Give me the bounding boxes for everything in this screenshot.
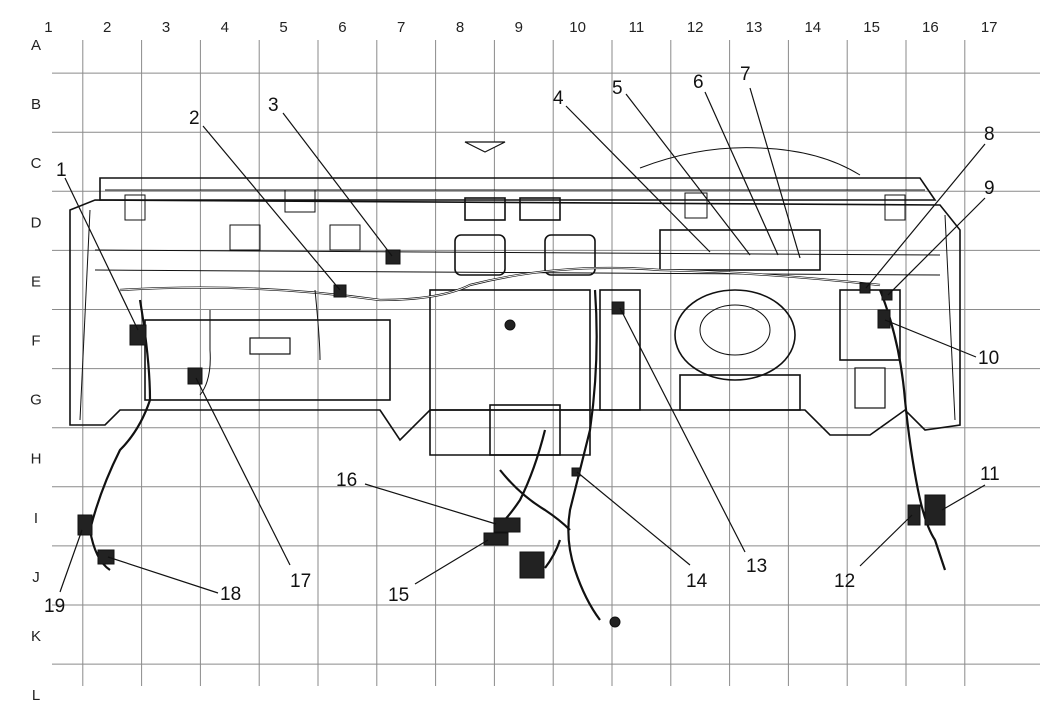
callout-7: 7 [740, 64, 751, 85]
forward-arrow-icon [464, 141, 506, 153]
grid-row-label: F [31, 333, 40, 350]
grid-column-label: 9 [515, 19, 523, 36]
connector-12-icon [907, 504, 921, 526]
callout-12: 12 [834, 571, 855, 592]
grid-column-label: 2 [103, 19, 111, 36]
callout-14: 14 [686, 571, 708, 592]
grid-column-label: 1 [44, 19, 52, 36]
grid-column-label: 12 [687, 19, 704, 36]
ground-point-icon [504, 319, 516, 331]
connector-17-icon [187, 367, 203, 385]
grid-column-label: 13 [746, 19, 763, 36]
callout-leader-lines [59, 87, 986, 594]
grid-row-label: D [31, 214, 42, 231]
connector-1-icon [129, 324, 147, 346]
grid-row-label: A [31, 37, 41, 54]
grid-column-label: 4 [221, 19, 229, 36]
grid-column-label: 8 [456, 19, 464, 36]
connector-block-icon [519, 551, 545, 579]
grid-column-label: 7 [397, 19, 405, 36]
location-grid [52, 40, 1040, 686]
callout-3: 3 [268, 95, 279, 116]
callout-9: 9 [984, 178, 995, 199]
grid-column-label: 3 [162, 19, 170, 36]
grid-row-labels: A B C D E F G H I J K L [30, 37, 42, 704]
connector-10-icon [877, 309, 891, 329]
grid-column-label: 5 [279, 19, 287, 36]
grid-row-label: B [31, 96, 41, 113]
grid-row-label: C [31, 155, 42, 172]
grid-column-label: 17 [981, 19, 998, 36]
wiring-harness [88, 266, 947, 621]
connector-8-icon [859, 282, 871, 294]
callout-11: 11 [980, 464, 1000, 485]
callout-16: 16 [336, 470, 357, 491]
connector-19-icon [77, 514, 93, 536]
callout-19: 19 [44, 596, 65, 617]
connector-15-icon [483, 532, 509, 546]
grid-column-label: 10 [569, 19, 586, 36]
callout-labels: 1 2 3 4 5 6 7 8 9 10 11 12 13 14 15 16 1… [44, 64, 1000, 617]
connector-18-icon [97, 549, 115, 565]
grid-column-label: 14 [804, 19, 821, 36]
grid-column-label: 11 [629, 19, 645, 36]
callout-8: 8 [984, 124, 995, 145]
grid-row-label: E [31, 273, 41, 290]
grid-row-label: J [32, 569, 40, 586]
connector-2-icon [333, 284, 347, 298]
callout-6: 6 [693, 72, 704, 93]
grid-row-label: K [31, 628, 41, 645]
callout-5: 5 [612, 78, 623, 99]
grid-column-label: 15 [863, 19, 880, 36]
grid-column-label: 6 [338, 19, 346, 36]
callout-2: 2 [189, 108, 200, 129]
callout-10: 10 [978, 348, 999, 369]
connector-14-icon [571, 467, 581, 477]
connector-9-icon [881, 289, 893, 301]
connectors [77, 249, 946, 628]
callout-4: 4 [553, 88, 564, 109]
instrument-panel-drawing [69, 141, 961, 456]
callout-18: 18 [220, 584, 241, 605]
connector-16-icon [493, 517, 521, 533]
callout-1: 1 [56, 160, 67, 181]
grid-row-label: H [31, 451, 42, 468]
grid-column-label: 16 [922, 19, 939, 36]
grid-row-label: I [34, 510, 38, 527]
connector-3-icon [385, 249, 401, 265]
callout-17: 17 [290, 571, 311, 592]
callout-13: 13 [746, 556, 767, 577]
grid-row-label: G [30, 392, 42, 409]
callout-15: 15 [388, 585, 409, 606]
ground-terminal-icon [609, 616, 621, 628]
grid-row-label: L [32, 687, 40, 704]
connector-11-icon [924, 494, 946, 526]
